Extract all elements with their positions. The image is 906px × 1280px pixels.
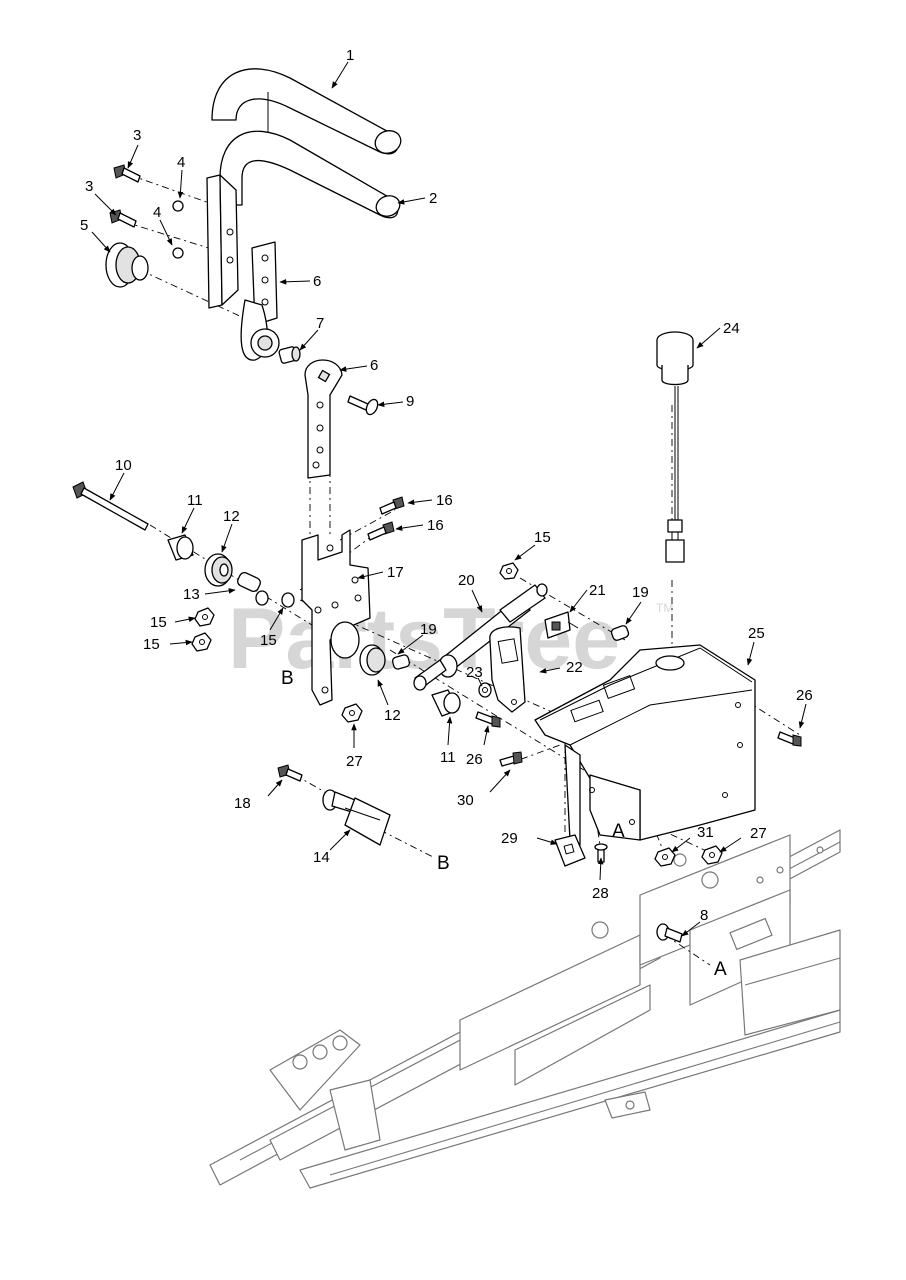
nut-15-b: [191, 632, 212, 652]
callout-11b: 11: [440, 749, 456, 766]
callout-30: 30: [457, 792, 474, 809]
switch-plate: [489, 626, 526, 713]
nut-15-d: [499, 562, 519, 580]
callout-15b: 15: [143, 636, 160, 653]
bolt-26-left: [475, 711, 501, 728]
bolt-16-upper: [379, 496, 405, 515]
callout-27a: 27: [346, 753, 363, 770]
damper: [413, 583, 548, 691]
callout-3a: 3: [133, 127, 141, 144]
callout-labels: 1 2 3 3 4 4 5 6 6 7 9 10 11 11 12 12 13 …: [80, 47, 813, 924]
safety-switch: [544, 611, 579, 639]
spacer-19-left: [391, 654, 411, 670]
callout-21: 21: [589, 582, 606, 599]
callout-1: 1: [346, 47, 354, 64]
callout-24: 24: [723, 320, 740, 337]
nut-31: [654, 847, 676, 867]
callout-25: 25: [748, 625, 765, 642]
callout-4a: 4: [177, 154, 185, 171]
nut-23: [478, 682, 492, 698]
callout-26a: 26: [466, 751, 483, 768]
assembly-lines: [124, 92, 801, 966]
reference-letters: A A B B: [281, 668, 727, 980]
callout-18: 18: [234, 795, 251, 812]
control-arm: [206, 174, 239, 309]
spacer: [278, 346, 301, 364]
callout-6a: 6: [313, 273, 321, 290]
ref-letter-b-2: B: [437, 853, 450, 874]
mower-frame: [209, 829, 841, 1189]
callout-4b: 4: [153, 204, 161, 221]
callout-leaders: [91, 61, 807, 937]
callout-15d: 15: [534, 529, 551, 546]
washer-lower: [172, 247, 184, 259]
callout-15a: 15: [150, 614, 167, 631]
main-bracket: [534, 644, 756, 846]
nut-27-right: [701, 845, 723, 865]
bolt-26-right: [777, 731, 802, 747]
callout-20: 20: [458, 572, 475, 589]
callout-27b: 27: [750, 825, 767, 842]
callout-3b: 3: [85, 178, 93, 195]
watermark-trademark: TM: [656, 601, 673, 615]
callout-5: 5: [80, 217, 88, 234]
hex-bolt-lower: [109, 209, 137, 228]
bolt-18: [277, 764, 303, 782]
clip-29: [554, 834, 586, 867]
bolt-16-lower: [367, 521, 395, 541]
ref-letter-b-1: B: [281, 668, 294, 689]
bearing-left: [204, 553, 233, 587]
callout-31: 31: [697, 824, 714, 841]
bolt-8: [656, 923, 683, 943]
pivot-bracket: [301, 529, 371, 706]
ref-letter-a-2: A: [714, 959, 727, 980]
mount-bracket-upper: [240, 241, 280, 361]
carriage-bolt: [347, 395, 379, 416]
control-handle-upper: [211, 68, 402, 155]
callout-9: 9: [406, 393, 414, 410]
callout-15c: 15: [260, 632, 277, 649]
callout-16b: 16: [427, 517, 444, 534]
callout-12a: 12: [223, 508, 240, 525]
callout-2: 2: [429, 190, 437, 207]
callout-14: 14: [313, 849, 330, 866]
bushing-left: [167, 534, 194, 561]
hex-bolt-upper: [113, 164, 141, 183]
callout-23: 23: [466, 664, 483, 681]
spacer-sleeve: [237, 572, 261, 592]
callout-28: 28: [592, 885, 609, 902]
callout-13: 13: [183, 586, 200, 603]
ref-letter-a-1: A: [612, 821, 625, 842]
callout-10: 10: [115, 457, 132, 474]
bearing-right: [330, 621, 386, 676]
callout-12b: 12: [384, 707, 401, 724]
pivot-bolt: [72, 481, 149, 531]
bushing-right: [431, 689, 461, 717]
callout-6b: 6: [370, 357, 378, 374]
callout-26b: 26: [796, 687, 813, 704]
callout-16a: 16: [436, 492, 453, 509]
nut-15-a: [194, 607, 215, 627]
washer-upper: [172, 200, 184, 212]
hour-meter: [656, 331, 694, 563]
callout-29: 29: [501, 830, 518, 847]
callout-11a: 11: [187, 492, 203, 509]
mount-bracket-lower: [304, 359, 343, 479]
nut-15-c: [255, 590, 295, 608]
nut-27-left: [341, 703, 363, 723]
callout-8: 8: [700, 907, 708, 924]
callout-7: 7: [316, 315, 324, 332]
callout-22: 22: [566, 659, 583, 676]
callout-19a: 19: [420, 621, 437, 638]
callout-17: 17: [387, 564, 404, 581]
control-cable: [322, 789, 391, 846]
bolt-30: [499, 751, 523, 767]
spacer-19-right: [610, 625, 630, 641]
adjustment-knob: [105, 242, 149, 288]
callout-19b: 19: [632, 584, 649, 601]
